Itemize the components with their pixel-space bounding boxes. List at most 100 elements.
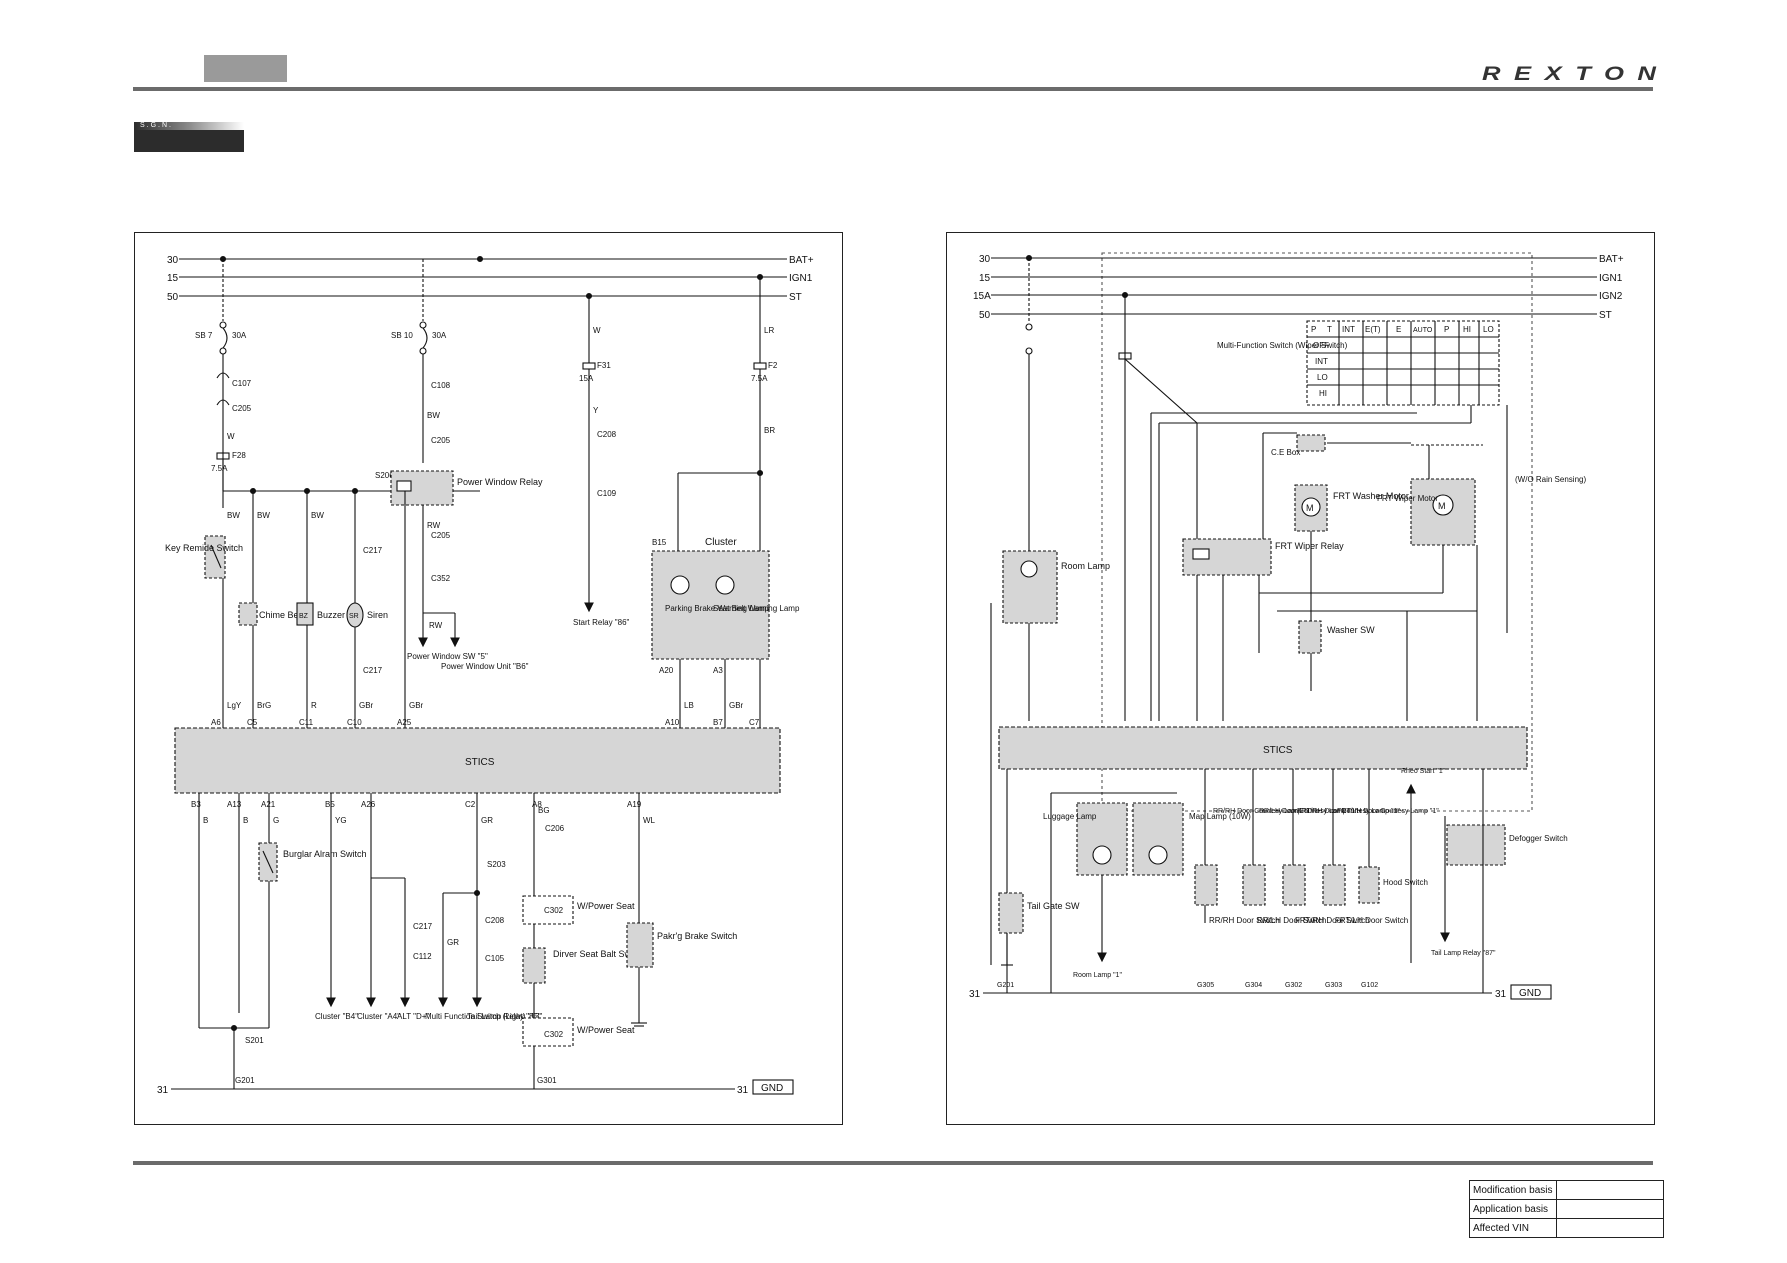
ce-box-label: C.E Box bbox=[1271, 448, 1300, 457]
frt-rh-sw-label: FRT/RH Door Switch bbox=[1295, 916, 1370, 925]
wpower-seat2-label: W/Power Seat bbox=[577, 1025, 635, 1035]
driver-seat-label: Dirver Seat Balt Switch bbox=[553, 949, 645, 959]
wire-wl: WL bbox=[643, 816, 656, 825]
mfs-row-int: INT bbox=[1315, 357, 1328, 366]
pin-c10: C10 bbox=[347, 718, 362, 727]
conn-c208b: C208 bbox=[485, 916, 505, 925]
pin-c11: C11 bbox=[299, 718, 314, 727]
r-rail-ign1: IGN1 bbox=[1599, 273, 1623, 284]
mfs-col-t: T bbox=[1327, 325, 1332, 334]
start-relay-label: Start Relay "86" bbox=[573, 618, 630, 627]
affected-vin-label: Affected VIN bbox=[1469, 1218, 1557, 1238]
fuse-sb7: SB 7 bbox=[195, 331, 213, 340]
pin-b3: B3 bbox=[191, 800, 201, 809]
r-gnd-31: 31 bbox=[969, 989, 981, 1000]
r-rail-15: 15 bbox=[979, 273, 991, 284]
section-badge-label: S.G.N. bbox=[140, 122, 174, 129]
wire-w2: W bbox=[593, 326, 601, 335]
parking-brake-label: Parking Brake Warning Lamp bbox=[665, 604, 770, 613]
conn-c208: C208 bbox=[597, 430, 617, 439]
wire-bw2: BW bbox=[257, 511, 270, 520]
r-gnd-g302: G302 bbox=[1285, 982, 1302, 989]
conn-c302a: C302 bbox=[544, 906, 564, 915]
table-row: Affected VIN bbox=[1469, 1218, 1664, 1238]
r-rail-bat: BAT+ bbox=[1599, 254, 1624, 265]
pin-b5: B5 bbox=[325, 800, 335, 809]
mfs-row-p: P bbox=[1311, 325, 1316, 334]
header-rule bbox=[133, 87, 1653, 91]
r-rail-st: ST bbox=[1599, 310, 1612, 321]
burglar-label: Burglar Alram Switch bbox=[283, 849, 367, 859]
r-gnd-g102: G102 bbox=[1361, 982, 1378, 989]
wire-lr: LR bbox=[764, 326, 774, 335]
rail-label-50: 50 bbox=[167, 292, 179, 303]
mod-basis-value bbox=[1556, 1180, 1664, 1200]
hood-label: Hood Switch bbox=[1383, 878, 1428, 887]
fuse-sb10: SB 10 bbox=[391, 331, 413, 340]
conn-c206: C206 bbox=[545, 824, 565, 833]
seat-belt-label: Seat Belt Warning Lamp bbox=[713, 604, 800, 613]
conn-c105: C105 bbox=[485, 954, 505, 963]
pin-a8: A8 bbox=[532, 800, 542, 809]
conn-c205b: C205 bbox=[431, 436, 451, 445]
conn-s203: S203 bbox=[487, 860, 506, 869]
wire-lb: LB bbox=[684, 701, 694, 710]
multi-fn-label: Multi Function Switch (Light) "13" bbox=[425, 1012, 542, 1021]
gnd-rail-31: 31 bbox=[157, 1085, 169, 1096]
conn-c217a: C217 bbox=[363, 546, 383, 555]
wire-rw2: RW bbox=[429, 621, 443, 630]
right-wiring-diagram: 30 15 15A 50 BAT+ IGN1 IGN2 ST T INT E(T… bbox=[969, 252, 1624, 1000]
r-gnd-label: GND bbox=[1519, 988, 1541, 999]
wire-bw3: BW bbox=[311, 511, 324, 520]
r-gnd-31b: 31 bbox=[1495, 989, 1507, 1000]
svg-text:BZ: BZ bbox=[299, 613, 309, 620]
conn-s206: S206 bbox=[375, 471, 394, 480]
mfs-title: Multi-Function Switch (Wiper Switch) bbox=[1217, 341, 1348, 350]
room-lamp-1-label: Room Lamp "1" bbox=[1073, 972, 1122, 979]
conn-c352: C352 bbox=[431, 574, 451, 583]
r-gnd-g304: G304 bbox=[1245, 982, 1262, 989]
wire-brg: BrG bbox=[257, 701, 271, 710]
section-badge-gradient bbox=[134, 122, 244, 130]
wo-rain-label: (W/O Rain Sensing) bbox=[1515, 475, 1586, 484]
siren-label: Siren bbox=[367, 610, 388, 620]
wire-bg: BG bbox=[538, 806, 550, 815]
room-lamp-label: Room Lamp bbox=[1061, 561, 1110, 571]
wire-yg: YG bbox=[335, 816, 347, 825]
fuse-f31-amp: 15A bbox=[579, 374, 594, 383]
rr-rh-sw-label: RR/RH Door Switch bbox=[1209, 916, 1280, 925]
footer-rule bbox=[133, 1161, 1653, 1165]
wire-lgy: LgY bbox=[227, 701, 242, 710]
fuse-sb10-amp: 30A bbox=[432, 331, 447, 340]
svg-text:M: M bbox=[1438, 501, 1446, 511]
table-row: Modification basis bbox=[1469, 1180, 1664, 1200]
rail-label-30: 30 bbox=[167, 255, 179, 266]
wire-g: G bbox=[273, 816, 279, 825]
mfs-col-auto: AUTO bbox=[1413, 327, 1433, 334]
conn-c217c: C217 bbox=[413, 922, 433, 931]
conn-s201: S201 bbox=[245, 1036, 264, 1045]
gnd-g301: G301 bbox=[537, 1076, 557, 1085]
parking-switch-label: Pakr'g Brake Switch bbox=[657, 931, 737, 941]
fuse-f31: F31 bbox=[597, 361, 611, 370]
conn-c107: C107 bbox=[232, 379, 252, 388]
pin-a3: A3 bbox=[713, 666, 723, 675]
fuse-f28: F28 bbox=[232, 451, 246, 460]
svg-text:M: M bbox=[1306, 503, 1314, 513]
wpower-seat1-label: W/Power Seat bbox=[577, 901, 635, 911]
cluster-b4-label: Cluster "B4" bbox=[315, 1012, 358, 1021]
mfs-col-e: E bbox=[1396, 325, 1401, 334]
mfs-col-hi: HI bbox=[1463, 325, 1471, 334]
conn-c108: C108 bbox=[431, 381, 451, 390]
mfs-row-hi: HI bbox=[1319, 389, 1327, 398]
brand-logo: REXTON bbox=[1482, 64, 1670, 85]
r-rail-50: 50 bbox=[979, 310, 991, 321]
buzzer-label: Buzzer bbox=[317, 610, 345, 620]
mod-basis-label: Modification basis bbox=[1469, 1180, 1557, 1200]
mfs-col-int: INT bbox=[1342, 325, 1355, 334]
app-basis-value bbox=[1556, 1199, 1664, 1219]
rr-rh-label: RR/RH Door Courtesy Lamp "1" bbox=[1213, 808, 1313, 815]
tail-gate-label: Tail Gate SW bbox=[1027, 901, 1080, 911]
pin-c7: C7 bbox=[749, 718, 760, 727]
wire-bw1: BW bbox=[227, 511, 240, 520]
